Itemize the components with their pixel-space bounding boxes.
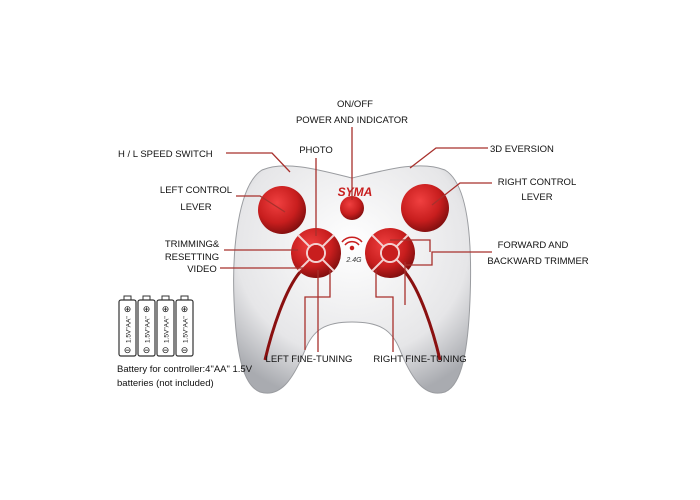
left-dpad[interactable]: [291, 228, 341, 278]
battery-cell: ⊕ ⊖ 1.5V"AA": [156, 295, 175, 357]
plus-icon: ⊕: [162, 304, 170, 314]
label-left-lever-1: LEFT CONTROL: [160, 185, 232, 196]
label-trimming: TRIMMING&: [165, 239, 220, 250]
label-resetting: RESETTING: [165, 252, 219, 263]
label-right-fine-tuning: RIGHT FINE-TUNING: [373, 354, 466, 365]
label-right-lever-1: RIGHT CONTROL: [498, 177, 576, 188]
battery-label: 1.5V"AA": [145, 316, 152, 343]
brand-logo: SYMA: [338, 185, 373, 199]
battery-label: 1.5V"AA": [164, 316, 171, 343]
battery-caption-1: Battery for controller:4"AA" 1.5V: [117, 364, 253, 375]
battery-label: 1.5V"AA": [126, 316, 133, 343]
plus-icon: ⊕: [181, 304, 189, 314]
battery-cell: ⊕ ⊖ 1.5V"AA": [118, 295, 137, 357]
battery-caption-2: batteries (not included): [117, 378, 214, 389]
label-left-lever-2: LEVER: [180, 202, 211, 213]
right-control-lever[interactable]: [401, 184, 449, 232]
label-onoff: ON/OFF: [337, 99, 373, 110]
right-dpad[interactable]: [365, 228, 415, 278]
frequency-label: 2.4G: [345, 257, 362, 264]
label-video: VIDEO: [187, 264, 217, 275]
label-power-indicator: POWER AND INDICATOR: [296, 115, 408, 126]
plus-icon: ⊕: [143, 304, 151, 314]
battery-label: 1.5V"AA": [183, 316, 190, 343]
minus-icon: ⊖: [181, 345, 189, 355]
label-forward: FORWARD AND: [498, 240, 569, 251]
label-right-lever-2: LEVER: [521, 192, 552, 203]
plus-icon: ⊕: [124, 304, 132, 314]
battery-cell: ⊕ ⊖ 1.5V"AA": [137, 295, 156, 357]
wireless-icon: [341, 236, 363, 251]
batteries: ⊕ ⊖ 1.5V"AA" ⊕ ⊖ 1.5V"AA" ⊕ ⊖ 1.5V"AA" ⊕…: [118, 295, 194, 357]
minus-icon: ⊖: [162, 345, 170, 355]
label-3d-eversion: 3D EVERSION: [490, 144, 554, 155]
label-left-fine-tuning: LEFT FINE-TUNING: [266, 354, 353, 365]
label-backward-trimmer: BACKWARD TRIMMER: [487, 256, 588, 267]
label-photo: PHOTO: [299, 145, 333, 156]
leader-lines: [220, 127, 492, 352]
power-button[interactable]: [340, 196, 364, 220]
minus-icon: ⊖: [124, 345, 132, 355]
battery-cell: ⊕ ⊖ 1.5V"AA": [175, 295, 194, 357]
label-speed-switch: H / L SPEED SWITCH: [118, 149, 213, 160]
minus-icon: ⊖: [143, 345, 151, 355]
